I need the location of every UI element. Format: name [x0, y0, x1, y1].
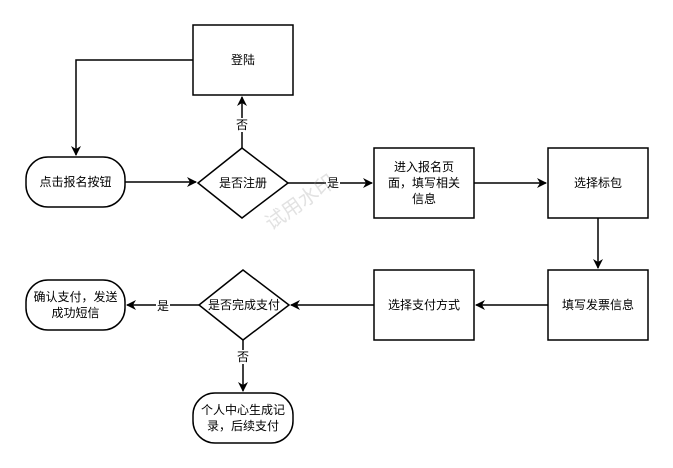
label-enter-signup-page: 进入报名页面，填写相关信息 [387, 160, 460, 206]
node-confirm-payment [25, 279, 126, 331]
node-is-registered [196, 147, 290, 219]
node-choose-package [547, 147, 649, 219]
node-fill-invoice [547, 269, 649, 341]
label-fill-invoice: 填写发票信息 [561, 298, 634, 312]
edge-label-no-center: 否 [236, 350, 251, 364]
node-login [192, 24, 294, 96]
edge-label-no-login: 否 [235, 118, 250, 132]
node-enter-signup-page [373, 147, 475, 219]
label-confirm-payment: 确认支付，发送成功短信 [33, 290, 118, 320]
label-payment-done: 是否完成支付 [207, 298, 280, 312]
label-choose-package: 选择标包 [573, 176, 622, 190]
node-choose-payment [373, 269, 475, 341]
label-login: 登陆 [230, 53, 255, 67]
node-personal-center [192, 392, 294, 444]
label-click-signup: 点击报名按钮 [39, 175, 112, 189]
label-personal-center: 个人中心生成记录，后续支付 [200, 403, 285, 433]
label-choose-payment: 选择支付方式 [387, 298, 460, 312]
edge-label-yes-confirm: 是 [156, 299, 171, 313]
edge-label-yes-signup-page: 是 [326, 176, 341, 190]
label-is-registered: 是否注册 [218, 176, 267, 190]
edge-login-to-click-signup [71, 59, 193, 156]
